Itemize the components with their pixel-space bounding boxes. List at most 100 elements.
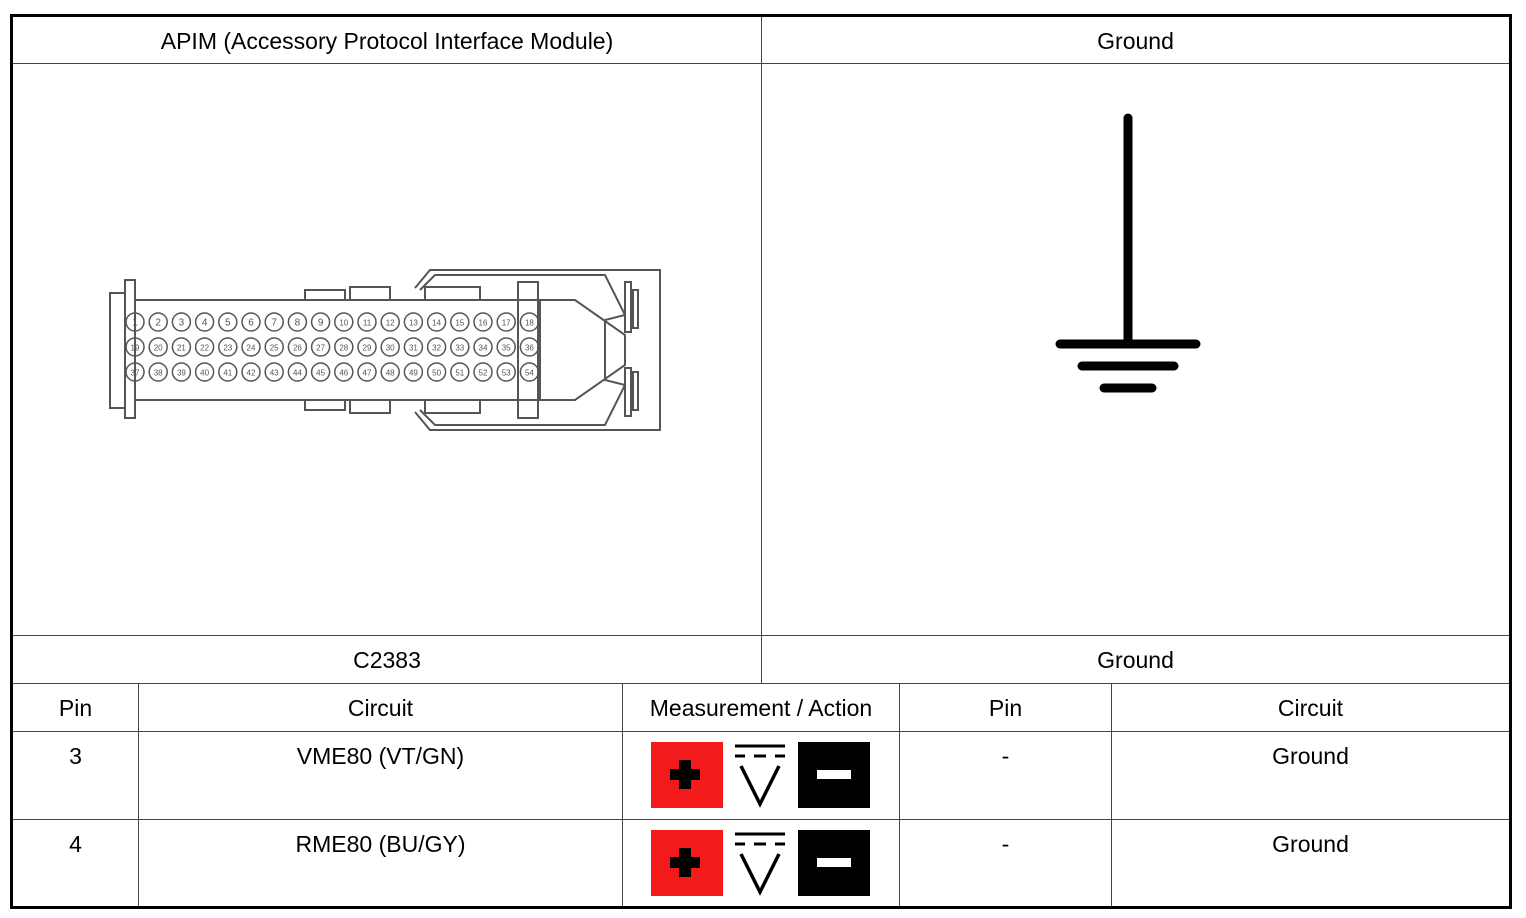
connector-pin-number: 19 bbox=[131, 344, 140, 353]
connector-pin-number: 5 bbox=[225, 318, 231, 329]
divider bbox=[899, 684, 900, 906]
ground-symbol-icon bbox=[1055, 113, 1201, 393]
connector-pin-number: 26 bbox=[293, 344, 302, 353]
connector-pin-cavity bbox=[473, 337, 493, 357]
connector-pin-cavity bbox=[171, 362, 192, 382]
connector-pin-number: 48 bbox=[386, 369, 395, 378]
connector-pin-number: 34 bbox=[479, 344, 488, 353]
connector-pin-cavity bbox=[148, 337, 168, 357]
connector-pin-cavity bbox=[426, 312, 447, 332]
connector-pin-cavity bbox=[403, 337, 424, 357]
connector-pin-cavity bbox=[380, 312, 400, 332]
divider bbox=[13, 731, 1509, 732]
connector-pin-cavity bbox=[450, 337, 470, 357]
connector-pin-cavity bbox=[125, 362, 145, 382]
connector-pin-number: 18 bbox=[525, 319, 534, 328]
connector-pin-cavity bbox=[334, 337, 354, 357]
connector-pin-cavity bbox=[310, 312, 331, 332]
connector-pin-number: 6 bbox=[248, 318, 254, 329]
connector-pin-number: 4 bbox=[202, 318, 208, 329]
connector-pin-number: 8 bbox=[295, 318, 301, 329]
connector-pin-cavity bbox=[496, 362, 516, 382]
connector-pin-cavity bbox=[334, 312, 354, 332]
connector-pin-cavity bbox=[194, 362, 215, 382]
connector-pin-number: 7 bbox=[271, 318, 277, 329]
measurement-action bbox=[651, 830, 873, 896]
divider bbox=[13, 819, 1509, 820]
connector-pin-number: 27 bbox=[316, 344, 325, 353]
connector-pin-number: 52 bbox=[479, 369, 488, 378]
connector-pin-cavity bbox=[125, 337, 145, 357]
connector-pin-number: 17 bbox=[502, 319, 511, 328]
connector-pin-cavity bbox=[357, 312, 377, 332]
divider bbox=[138, 684, 139, 906]
connector-pin-cavity bbox=[287, 312, 308, 332]
connector-pin-number: 3 bbox=[179, 318, 185, 329]
connector-pin-number: 35 bbox=[502, 344, 511, 353]
connector-pin-cavity bbox=[194, 312, 215, 332]
connector-pin-number: 39 bbox=[177, 369, 186, 378]
connector-pin-cavity bbox=[287, 337, 308, 357]
right-connector-label: Ground bbox=[1097, 647, 1174, 673]
table-row-circuit: RME80 (BU/GY) bbox=[295, 831, 466, 857]
dc-voltmeter-icon bbox=[735, 744, 785, 808]
divider bbox=[622, 684, 623, 906]
connector-pin-number: 53 bbox=[502, 369, 511, 378]
table-row-circuit: Ground bbox=[1272, 831, 1349, 857]
connector-pin-number: 10 bbox=[339, 319, 348, 328]
connector-pin-number: 25 bbox=[270, 344, 279, 353]
dc-voltmeter-icon bbox=[735, 832, 785, 896]
connector-pin-cavity bbox=[357, 337, 377, 357]
connector-pin-cavity bbox=[218, 312, 238, 332]
divider bbox=[761, 17, 762, 684]
connector-pin-number: 46 bbox=[339, 369, 348, 378]
connector-pin-cavity bbox=[218, 337, 238, 357]
connector-pin-cavity bbox=[380, 362, 400, 382]
connector-pin-number: 43 bbox=[270, 369, 279, 378]
table-row-pin: 3 bbox=[69, 743, 82, 769]
positive-lead-icon bbox=[651, 830, 723, 896]
connector-end-cap bbox=[109, 292, 126, 409]
connector-pin-number: 21 bbox=[177, 344, 186, 353]
negative-lead-icon bbox=[798, 830, 870, 896]
connector-pin-number: 51 bbox=[455, 369, 464, 378]
connector-pin-cavity bbox=[171, 312, 192, 332]
connector-pin-number: 22 bbox=[200, 344, 209, 353]
column-header-pin: Pin bbox=[58, 695, 93, 721]
connector-pin-number: 24 bbox=[247, 344, 256, 353]
connector-pin-number: 29 bbox=[363, 344, 372, 353]
table-row-pin: - bbox=[1001, 743, 1010, 769]
connector-pin-cavity bbox=[148, 312, 168, 332]
connector-pin-number: 11 bbox=[363, 319, 372, 328]
connector-pin-cavity bbox=[403, 312, 424, 332]
connector-pin-number: 50 bbox=[432, 369, 441, 378]
connector-pin-cavity bbox=[310, 337, 331, 357]
connector-pin-cavity bbox=[264, 312, 284, 332]
table-row-circuit: Ground bbox=[1272, 743, 1349, 769]
connector-pin-number: 45 bbox=[316, 369, 325, 378]
connector-pin-cavity bbox=[380, 337, 400, 357]
connector-pin-cavity bbox=[357, 362, 377, 382]
connector-pin-number: 14 bbox=[432, 319, 441, 328]
connector-pin-cavity bbox=[496, 312, 516, 332]
connector-pin-cavity bbox=[473, 312, 493, 332]
connector-pin-cavity bbox=[473, 362, 493, 382]
divider bbox=[1111, 684, 1112, 906]
connector-pin-number: 42 bbox=[247, 369, 256, 378]
left-component-title: APIM (Accessory Protocol Interface Modul… bbox=[160, 28, 614, 54]
connector-pin-number: 28 bbox=[339, 344, 348, 353]
connector-pin-cavity bbox=[171, 337, 192, 357]
connector-pin-cavity bbox=[450, 362, 470, 382]
connector-pin-number: 1 bbox=[132, 318, 138, 329]
connector-pin-number: 38 bbox=[154, 369, 163, 378]
connector-pin-cavity bbox=[241, 312, 261, 332]
connector-pin-number: 9 bbox=[318, 318, 324, 329]
connector-pin-number: 12 bbox=[386, 319, 395, 328]
connector-pin-number: 23 bbox=[223, 344, 232, 353]
connector-pin-cavity bbox=[241, 362, 261, 382]
connector-pin-number: 40 bbox=[200, 369, 209, 378]
right-component-title: Ground bbox=[1097, 28, 1174, 54]
connector-pin-cavity bbox=[125, 312, 145, 332]
connector-pin-cavity bbox=[218, 362, 238, 382]
